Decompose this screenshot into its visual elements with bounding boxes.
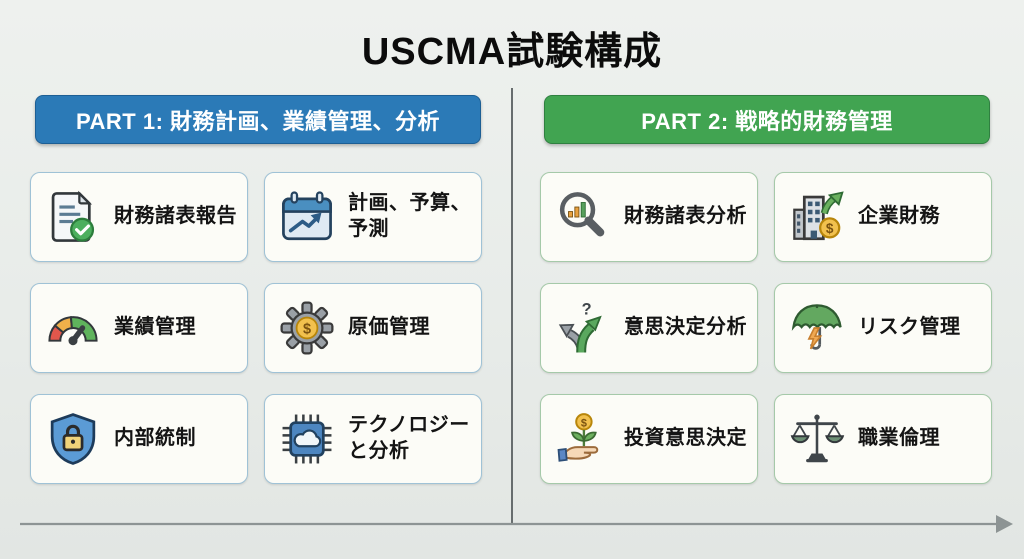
card-label: 財務諸表分析	[624, 205, 747, 228]
card-label: 財務諸表報告	[114, 205, 237, 228]
chip-cloud-icon	[278, 410, 336, 468]
card-professional-ethics: 職業倫理	[774, 394, 992, 484]
card-label: 業績管理	[114, 316, 196, 339]
card-corporate-finance: $ 企業財務	[774, 172, 992, 262]
svg-text:?: ?	[582, 300, 592, 318]
building-dollar-icon: $	[788, 188, 846, 246]
card-label: 計画、予算、予測	[348, 192, 471, 240]
timeline-arrow	[20, 515, 1013, 533]
card-financial-statement-analysis: 財務諸表分析	[540, 172, 758, 262]
card-financial-statement-reporting: 財務諸表報告	[30, 172, 248, 262]
card-label: 投資意思決定	[624, 427, 747, 450]
gauge-icon	[44, 299, 102, 357]
umbrella-lightning-icon	[788, 299, 846, 357]
card-label: 内部統制	[114, 427, 196, 450]
svg-text:$: $	[303, 321, 311, 337]
card-performance-management: 業績管理	[30, 283, 248, 373]
part1-header: PART 1: 財務計画、業績管理、分析	[35, 95, 481, 144]
vertical-divider	[511, 88, 513, 525]
decision-arrows-icon: ?	[554, 299, 612, 357]
card-technology-analytics: テクノロジーと分析	[264, 394, 482, 484]
part2-header: PART 2: 戦略的財務管理	[544, 95, 990, 144]
card-label: 企業財務	[858, 205, 940, 228]
magnifier-chart-icon	[554, 188, 612, 246]
svg-text:$: $	[826, 221, 834, 236]
svg-text:$: $	[581, 417, 587, 429]
card-risk-management: リスク管理	[774, 283, 992, 373]
card-planning-budgeting-forecasting: 計画、予算、予測	[264, 172, 482, 262]
hand-plant-icon: $	[554, 410, 612, 468]
card-investment-decisions: $ 投資意思決定	[540, 394, 758, 484]
page-title: USCMA試験構成	[361, 31, 663, 73]
card-internal-controls: 内部統制	[30, 394, 248, 484]
card-label: 職業倫理	[858, 427, 940, 450]
card-label: リスク管理	[858, 316, 961, 339]
part1-grid: 財務諸表報告 計画、予算、予測	[30, 172, 482, 484]
card-label: 意思決定分析	[624, 316, 747, 339]
calendar-trend-icon	[278, 188, 336, 246]
document-check-icon	[44, 188, 102, 246]
card-label: テクノロジーと分析	[348, 414, 470, 462]
gear-dollar-icon: $	[278, 299, 336, 357]
scales-icon	[788, 410, 846, 468]
part2-grid: 財務諸表分析 $ 企業財務	[540, 172, 992, 484]
shield-lock-icon	[44, 410, 102, 468]
card-cost-management: $ 原価管理	[264, 283, 482, 373]
card-label: 原価管理	[348, 316, 430, 339]
card-decision-analysis: ? 意思決定分析	[540, 283, 758, 373]
